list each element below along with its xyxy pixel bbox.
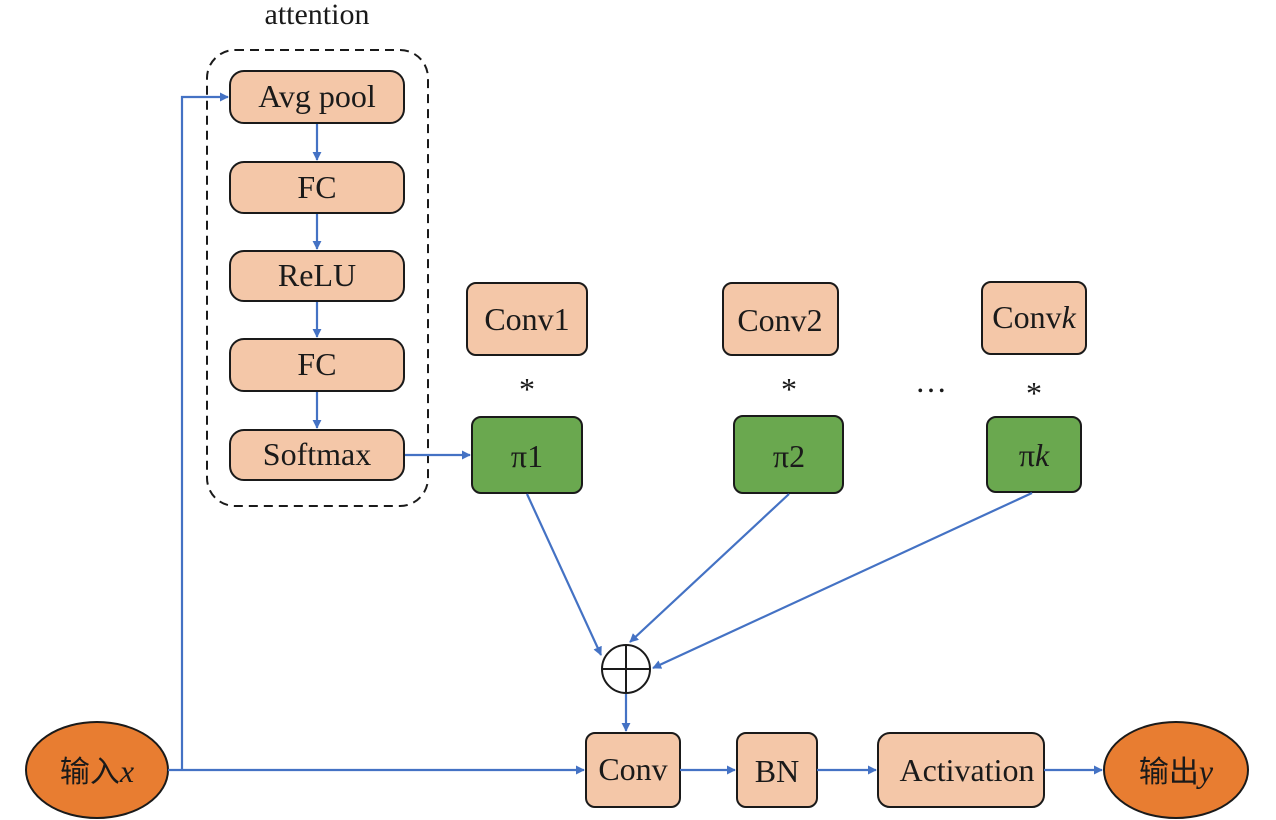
attention-border <box>206 49 429 507</box>
avg-pool-box <box>229 70 405 124</box>
arrow-input-avgpool <box>180 92 229 770</box>
pi2-index: 2 <box>789 438 805 474</box>
relu-box <box>229 250 405 302</box>
fc1-label: FC <box>297 169 336 205</box>
input-node: 输入x <box>25 721 169 819</box>
ellipsis: … <box>915 363 947 399</box>
pi1-label: π1 <box>511 438 543 474</box>
pi2-block: π2 <box>733 415 844 494</box>
conv2-index: 2 <box>807 302 823 338</box>
avg-pool-block: Avg pool <box>229 70 405 124</box>
conv1-box <box>466 282 588 356</box>
conv-label: Conv <box>598 751 667 787</box>
input-text: 输入 <box>60 755 120 790</box>
conv-block: Conv <box>585 732 681 808</box>
pik-index: k <box>1035 437 1050 473</box>
conv1-label: Conv1 <box>484 301 569 337</box>
pik-block: πk <box>986 416 1082 493</box>
avg-pool-label: Avg pool <box>258 78 376 114</box>
softmax-block: Softmax <box>229 429 405 481</box>
connectors <box>168 92 1103 775</box>
attention-group: attention <box>206 0 429 507</box>
kernel-convs: Conv1 Conv2 Convk <box>466 281 1087 356</box>
star-2: * <box>781 371 797 407</box>
pi1-index: 1 <box>527 438 543 474</box>
pik-label: πk <box>1019 437 1050 473</box>
fc1-box <box>229 161 405 214</box>
conv1-name: Conv <box>484 301 553 337</box>
pi1-box <box>471 416 583 494</box>
convk-box <box>981 281 1087 355</box>
activation-label: Activation <box>899 752 1034 788</box>
pik-box <box>986 416 1082 493</box>
conv2-block: Conv2 <box>722 282 839 356</box>
output-ellipse <box>1103 721 1249 819</box>
bn-block: BN <box>736 732 818 808</box>
conv1-block: Conv1 <box>466 282 588 356</box>
fc2-block: FC <box>229 338 405 392</box>
input-var: x <box>119 753 134 789</box>
attention-title: attention <box>265 0 370 31</box>
fc1-block: FC <box>229 161 405 214</box>
star-k: * <box>1026 375 1042 411</box>
fc2-label: FC <box>297 346 336 382</box>
softmax-box <box>229 429 405 481</box>
pik-symbol: π <box>1019 437 1035 473</box>
output-node: 输出y <box>1103 721 1249 819</box>
weight-boxes: π1 π2 πk <box>471 415 1082 494</box>
fc2-box <box>229 338 405 392</box>
pi1-symbol: π <box>511 438 527 474</box>
pi2-box <box>733 415 844 494</box>
output-label: 输出y <box>1139 753 1214 790</box>
convk-name: Conv <box>992 299 1061 335</box>
relu-label: ReLU <box>278 257 356 293</box>
convk-block: Convk <box>981 281 1087 355</box>
bn-label: BN <box>755 753 799 789</box>
attention-blocks: Avg pool FC ReLU FC Softmax <box>229 70 405 481</box>
star-1: * <box>519 371 535 407</box>
convk-label: Convk <box>992 299 1076 335</box>
arrow-pik-sum <box>652 492 1033 669</box>
relu-block: ReLU <box>229 250 405 302</box>
conv2-label: Conv2 <box>737 302 822 338</box>
conv1-index: 1 <box>554 301 570 337</box>
input-label: 输入x <box>60 753 134 790</box>
pi2-label: π2 <box>773 438 805 474</box>
conv2-name: Conv <box>737 302 806 338</box>
arrow-pi2-sum <box>629 493 790 643</box>
convk-index: k <box>1062 299 1077 335</box>
sum-node <box>601 644 651 694</box>
pi2-symbol: π <box>773 438 789 474</box>
pipeline: 输入x Conv BN Activation 输出y <box>25 721 1249 819</box>
conv2-box <box>722 282 839 356</box>
activation-block: Activation <box>877 732 1045 808</box>
output-var: y <box>1196 753 1214 789</box>
pi1-block: π1 <box>471 416 583 494</box>
arrow-pi1-sum <box>526 493 602 656</box>
output-text: 输出 <box>1139 755 1199 790</box>
softmax-label: Softmax <box>263 436 371 472</box>
